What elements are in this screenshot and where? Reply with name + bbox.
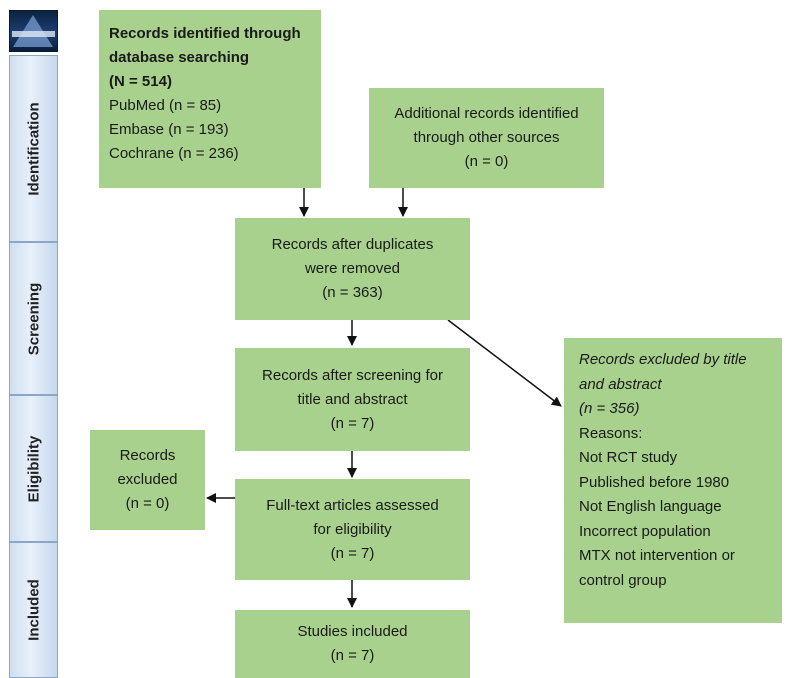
pyramid-icon [12, 15, 55, 47]
box-count: (n = 7) [330, 544, 375, 562]
box-text: and abstract [579, 375, 662, 393]
duplicates-removed-box: Records after duplicates were removed (n… [235, 218, 470, 320]
reason-item: control group [579, 571, 667, 589]
total-count: (N = 514) [109, 73, 172, 90]
box-text: Additional records identified [394, 105, 579, 122]
reason-item: Not RCT study [579, 449, 678, 466]
records-excluded-box: Records excluded (n = 0) [90, 430, 205, 530]
pubmed-count: PubMed (n = 85) [109, 97, 222, 114]
box-text: title and abstract [297, 390, 408, 408]
box-text: through other sources [413, 129, 560, 146]
box-text: Records excluded by title [579, 351, 747, 368]
box-text: Records after duplicates [271, 236, 434, 253]
reason-item: Not English language [579, 498, 722, 515]
box-title: database searching [109, 49, 250, 66]
box-text: for eligibility [313, 520, 392, 538]
stage-included: Included [9, 542, 58, 678]
box-text: were removed [304, 260, 401, 277]
box-title: Records identified through [109, 25, 301, 42]
box-count: (n = 0) [125, 495, 170, 512]
stage-screening: Screening [9, 242, 58, 395]
box-text: Full-text articles assessed [266, 496, 439, 514]
box-text: Studies included [297, 623, 408, 640]
stage-identification: Identification [9, 55, 58, 242]
box-text: excluded [117, 471, 178, 488]
embase-count: Embase (n = 193) [109, 121, 229, 138]
reasons-label: Reasons: [579, 424, 643, 442]
arrow-duplicates-to-excluded [447, 319, 562, 407]
stage-eligibility: Eligibility [9, 395, 58, 542]
box-count: (n = 7) [330, 647, 375, 664]
box-count: (n = 356) [579, 400, 640, 417]
excluded-title-abstract-box: Records excluded by title and abstract (… [564, 338, 782, 623]
additional-records-box: Additional records identified through ot… [369, 88, 604, 188]
fulltext-assessed-box: Full-text articles assessed for eligibil… [235, 479, 470, 580]
reason-item: Incorrect population [579, 522, 711, 540]
reason-item: Published before 1980 [579, 473, 730, 491]
box-count: (n = 363) [322, 284, 383, 301]
box-text: Records [119, 447, 176, 464]
box-count: (n = 7) [330, 414, 375, 432]
prisma-logo [9, 10, 58, 52]
box-count: (n = 0) [464, 153, 509, 170]
cochrane-count: Cochrane (n = 236) [109, 145, 239, 162]
box-text: Records after screening for [262, 366, 443, 384]
database-search-box: Records identified through database sear… [99, 10, 321, 188]
reason-item: MTX not intervention or [579, 547, 735, 564]
studies-included-box: Studies included (n = 7) [235, 610, 470, 678]
screening-box: Records after screening for title and ab… [235, 348, 470, 451]
